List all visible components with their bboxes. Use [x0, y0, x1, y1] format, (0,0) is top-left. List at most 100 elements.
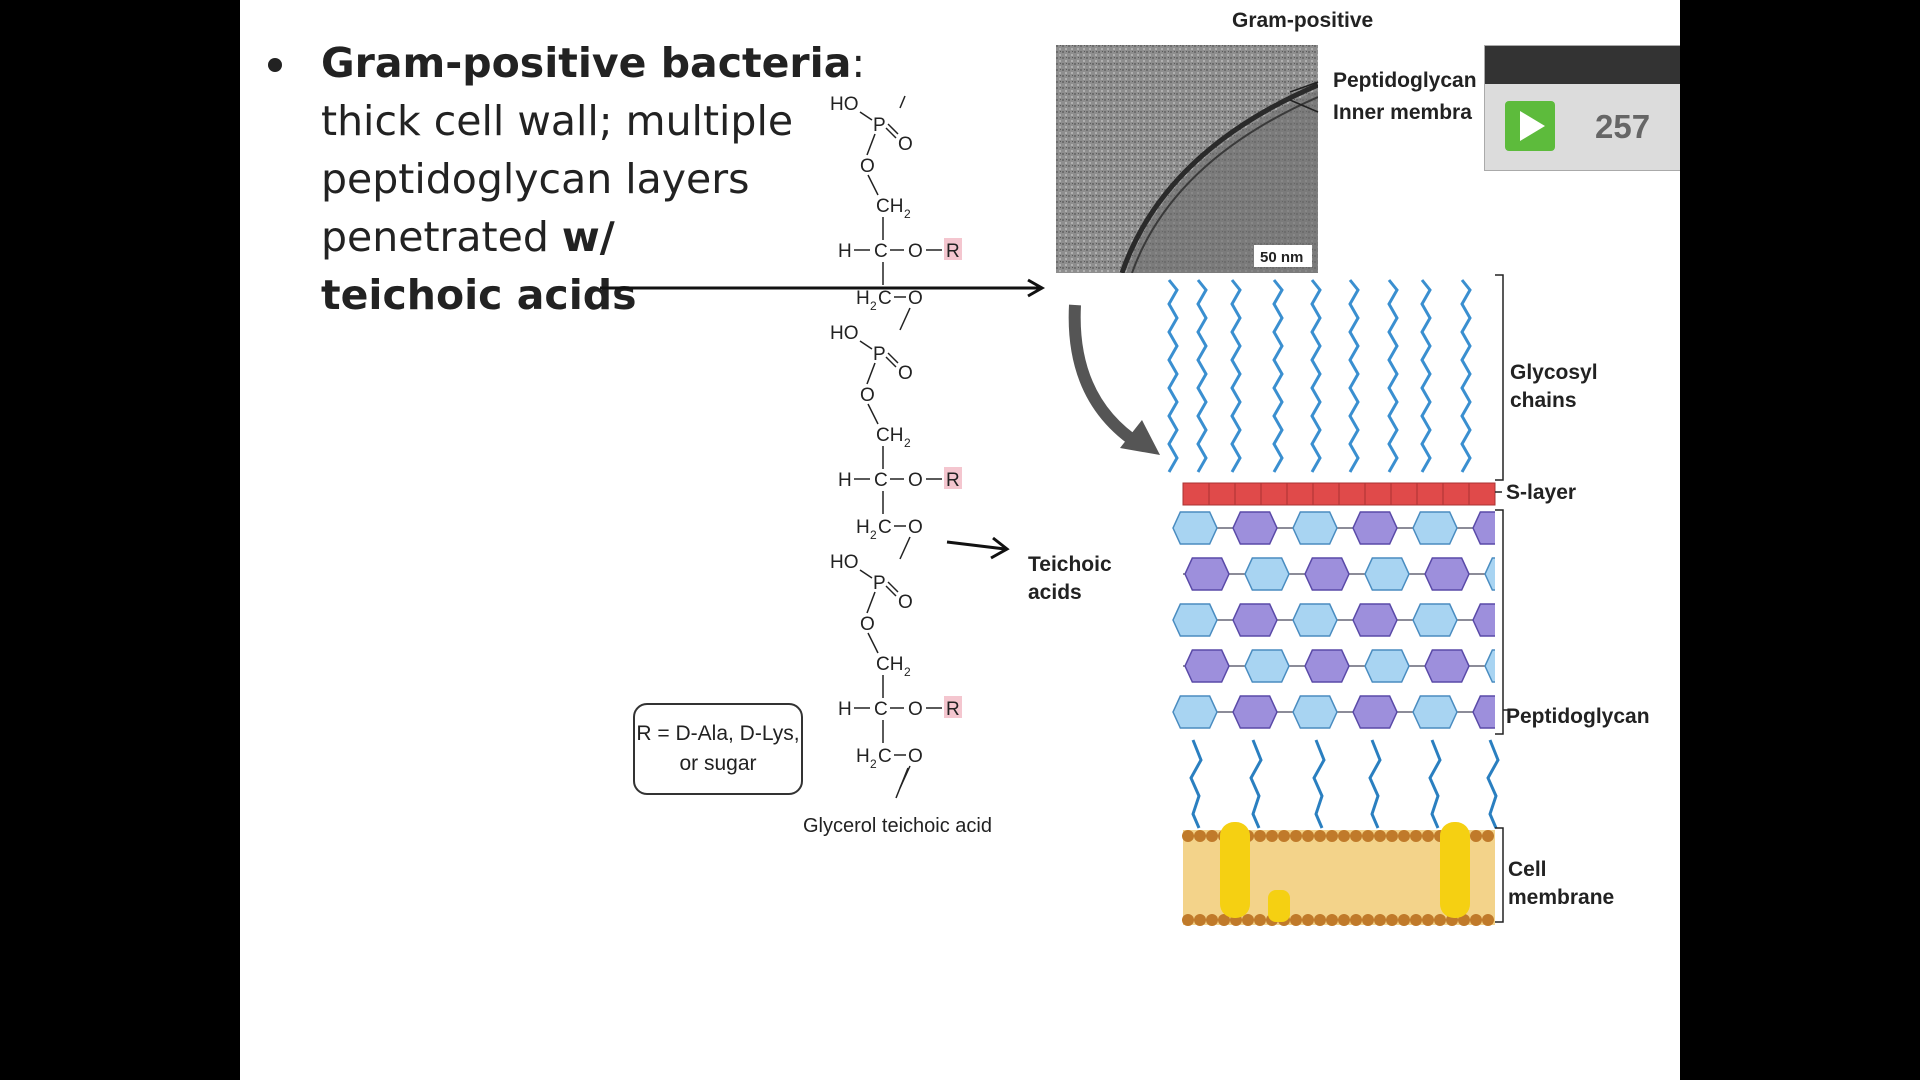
- lipid-head: [1386, 914, 1398, 926]
- o-label: O: [908, 288, 923, 309]
- ch2-label: CH: [876, 425, 903, 446]
- glycosyl-chain: [1167, 279, 1179, 473]
- h-label: H: [856, 288, 870, 309]
- c-label: C: [878, 746, 892, 767]
- o-label: O: [908, 517, 923, 538]
- o-label: O: [860, 156, 875, 177]
- bond: [867, 632, 879, 654]
- ho-label: HO: [830, 323, 859, 344]
- lipid-head: [1278, 830, 1290, 842]
- lipid-head: [1182, 914, 1194, 926]
- lipid-head: [1326, 830, 1338, 842]
- teichoic-chain: [1486, 739, 1500, 829]
- label-acids: acids: [1028, 581, 1082, 604]
- r-label: R: [946, 699, 960, 720]
- bracket-glycosyl: [1495, 274, 1504, 481]
- membrane-protein: [1440, 822, 1470, 918]
- bond: [867, 174, 879, 196]
- glycan-unit: [1292, 695, 1338, 729]
- r-label: R: [946, 470, 960, 491]
- teichoic-chain: [1428, 739, 1442, 829]
- lipid-head: [1374, 914, 1386, 926]
- r-group-box: R = D-Ala, D-Lys, or sugar: [633, 703, 803, 795]
- h-label: H: [856, 746, 870, 767]
- bond: [885, 356, 897, 368]
- glycan-unit: [1172, 603, 1218, 637]
- bond: [866, 362, 876, 385]
- lipid-head: [1266, 830, 1278, 842]
- bond: [866, 133, 876, 156]
- peptide-unit: [1184, 649, 1230, 683]
- bullet-point: [268, 58, 282, 72]
- lipid-head: [1194, 830, 1206, 842]
- peptide-unit: [1184, 557, 1230, 591]
- r-highlight: [944, 467, 962, 489]
- peptide-unit: [1424, 557, 1470, 591]
- r-highlight: [944, 696, 962, 718]
- peptide-unit: [1232, 603, 1278, 637]
- lipid-head: [1290, 914, 1302, 926]
- label-membrane: membrane: [1508, 886, 1615, 909]
- c-label: C: [878, 517, 892, 538]
- membrane-protein: [1268, 890, 1290, 922]
- lipid-head: [1362, 914, 1374, 926]
- ch2-label: CH: [876, 654, 903, 675]
- subscript-label: 2: [870, 299, 877, 313]
- lipid-head: [1422, 914, 1434, 926]
- curved-arrow: [1068, 304, 1160, 455]
- lipid-head: [1182, 830, 1194, 842]
- play-icon: [1520, 111, 1545, 141]
- micrograph-label-peptidoglycan: Peptidoglycan: [1333, 69, 1477, 92]
- lipid-head: [1398, 914, 1410, 926]
- play-button[interactable]: [1505, 101, 1555, 151]
- bond: [885, 585, 897, 597]
- p-label: P: [873, 115, 886, 136]
- bond: [899, 307, 911, 331]
- o-label: O: [860, 385, 875, 406]
- peptide-unit: [1304, 557, 1350, 591]
- r-label: R: [946, 241, 960, 262]
- glycan-unit: [1292, 511, 1338, 545]
- lipid-head: [1218, 914, 1230, 926]
- structure-caption: Glycerol teichoic acid: [803, 815, 992, 837]
- glycosyl-chain: [1460, 279, 1472, 473]
- o-label: O: [908, 241, 923, 262]
- lipid-head: [1290, 830, 1302, 842]
- peptide-unit: [1304, 649, 1350, 683]
- glycan-unit: [1364, 557, 1410, 591]
- o-label: O: [908, 746, 923, 767]
- ho-label: HO: [830, 552, 859, 573]
- p-label: P: [873, 573, 886, 594]
- bond: [887, 123, 899, 135]
- figure-title: Gram-positive: [1232, 9, 1374, 32]
- scale-bar-label: 50 nm: [1260, 249, 1304, 266]
- lipid-head: [1410, 830, 1422, 842]
- c-label: C: [878, 288, 892, 309]
- arrow-to-structure: [600, 278, 1046, 298]
- bond: [867, 403, 879, 425]
- counter-value: 257: [1595, 108, 1651, 145]
- glycan-unit: [1412, 511, 1458, 545]
- bracket-peptidoglycan: [1495, 509, 1504, 735]
- glycan-unit: [1364, 649, 1410, 683]
- lipid-head: [1482, 830, 1494, 842]
- o-label: O: [908, 470, 923, 491]
- subscript-label: 2: [870, 528, 877, 542]
- bond: [859, 111, 873, 121]
- h-label: H: [838, 241, 852, 262]
- o-label: O: [898, 363, 913, 384]
- lipid-head: [1338, 914, 1350, 926]
- colon: :: [851, 39, 866, 87]
- o-label: O: [860, 614, 875, 635]
- glycan-unit: [1244, 649, 1290, 683]
- subscript-label: 2: [904, 665, 911, 679]
- teichoic-chain: [1249, 739, 1263, 829]
- bond: [859, 340, 873, 350]
- micrograph-label-inner-membrane: Inner membra: [1333, 101, 1472, 124]
- bond: [887, 352, 899, 364]
- r-highlight: [944, 238, 962, 260]
- lipid-head: [1362, 830, 1374, 842]
- subscript-label: 2: [904, 207, 911, 221]
- c-label: C: [874, 470, 888, 491]
